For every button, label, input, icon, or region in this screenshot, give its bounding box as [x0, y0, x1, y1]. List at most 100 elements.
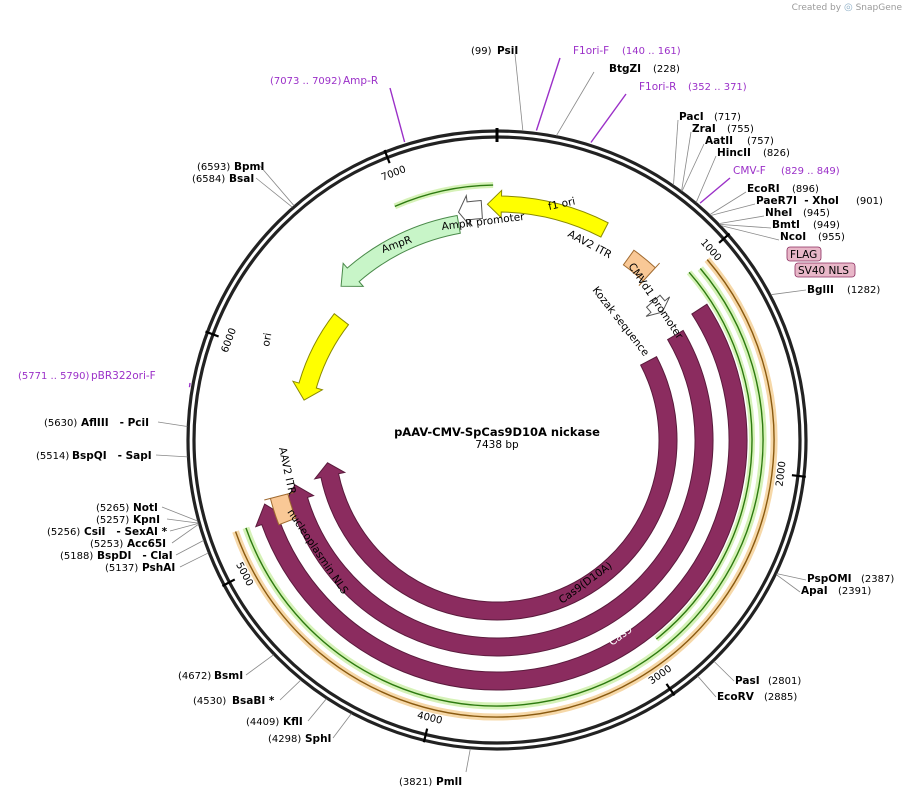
- ampr-promoter-arrow: [457, 193, 483, 228]
- site-pos: (5630): [44, 418, 77, 429]
- site-leader-line: [697, 675, 717, 698]
- site-name[interactable]: AatII: [705, 135, 733, 147]
- site-leader-line: [155, 454, 188, 458]
- site-name[interactable]: ZraI: [692, 123, 716, 135]
- tick-mark: [422, 728, 429, 743]
- primers: F1ori-F (140 .. 161) F1ori-R (352 .. 371…: [18, 45, 840, 382]
- tick-label: 7000: [380, 164, 408, 183]
- site-name[interactable]: BsaBI *: [232, 695, 275, 707]
- site-name[interactable]: BpmI: [234, 161, 264, 173]
- site-name[interactable]: BmtI: [772, 219, 800, 231]
- snapgene-logo-icon: ◎: [843, 2, 853, 13]
- site-pos: (6584): [192, 174, 225, 185]
- site-name[interactable]: BtgZI: [609, 63, 641, 75]
- site-name[interactable]: PspOMI: [807, 573, 852, 585]
- site-name[interactable]: BsaI: [229, 173, 254, 185]
- orf-green-inner-line: [655, 271, 753, 640]
- site-pos: (3821): [399, 777, 432, 788]
- site-name[interactable]: NheI: [765, 207, 792, 219]
- site-name[interactable]: HincII: [717, 147, 751, 159]
- primer-name[interactable]: F1ori-R: [639, 81, 676, 93]
- primer-pos: (140 .. 161): [622, 46, 681, 57]
- site-leader-line: [245, 654, 274, 676]
- nucleoplasmin-nls-arrow: [313, 356, 678, 621]
- site-name[interactable]: NcoI: [780, 231, 806, 243]
- site-name[interactable]: EcoRI: [747, 183, 780, 195]
- primer-name[interactable]: CMV-F: [733, 165, 766, 177]
- primer-pos: (352 .. 371): [688, 82, 747, 93]
- site-name[interactable]: BspQI - SapI: [72, 450, 152, 462]
- site-name[interactable]: PsiI: [497, 45, 518, 57]
- site-pos: (4298): [268, 734, 301, 745]
- site-name[interactable]: SphI: [305, 733, 331, 745]
- site-name[interactable]: NotI: [133, 502, 158, 514]
- orf-green-ampr-line: [394, 184, 494, 208]
- site-leader-line: [332, 713, 352, 739]
- site-name[interactable]: PshAI: [142, 562, 175, 574]
- watermark-created-by: Created by: [791, 3, 842, 13]
- flag-label-box: [786, 246, 822, 262]
- site-name[interactable]: AflIII - PciI: [81, 417, 149, 429]
- site-name[interactable]: KflI: [283, 716, 303, 728]
- site-leader-line: [776, 573, 807, 581]
- site-name[interactable]: EcoRV: [717, 691, 755, 703]
- primer-name[interactable]: Amp-R: [343, 75, 378, 87]
- site-pos: (228): [653, 64, 680, 75]
- site-leader-line: [720, 225, 780, 241]
- site-leader-line: [465, 748, 471, 773]
- site-name[interactable]: KpnI: [133, 514, 160, 526]
- f1-ori-arrow: [486, 189, 609, 238]
- site-name[interactable]: BglII: [807, 284, 834, 296]
- site-leader-line: [681, 131, 692, 192]
- site-pos: (5257): [96, 515, 129, 526]
- aav2-itr-box-1: [622, 249, 660, 286]
- site-name[interactable]: BspDI - ClaI: [97, 550, 173, 562]
- site-name[interactable]: PasI: [735, 675, 760, 687]
- site-leader-line: [307, 698, 327, 722]
- feature-label-kozak: Kozak sequence: [590, 284, 652, 358]
- feature-label-ori: ori: [260, 332, 274, 348]
- feature-label-ampr-promoter: AmpR promoter: [441, 211, 526, 233]
- site-name[interactable]: PaeR7I - XhoI: [756, 195, 839, 207]
- primer-name[interactable]: pBR322ori-F: [91, 370, 156, 382]
- site-leader-line: [179, 552, 209, 568]
- site-pos: (949): [813, 220, 840, 231]
- site-pos: (5253): [90, 539, 123, 550]
- site-pos: (901): [856, 196, 883, 207]
- ampr-arrow: [340, 214, 461, 287]
- tick-mark: [718, 232, 731, 244]
- site-pos: (945): [803, 208, 830, 219]
- site-leader-line: [169, 523, 199, 532]
- site-pos: (4409): [246, 717, 279, 728]
- snapgene-watermark: Created by ◎ SnapGene: [792, 2, 902, 13]
- site-pos: (6593): [197, 162, 230, 173]
- site-pos: (2801): [768, 676, 801, 687]
- site-pos: (5188): [60, 551, 93, 562]
- feature-label-aav2-itr-2: AAV2 ITR: [276, 446, 298, 495]
- tick-mark: [665, 683, 676, 697]
- site-leader-line: [695, 155, 717, 203]
- primer-pos: (829 .. 849): [781, 166, 840, 177]
- site-leader-line: [514, 53, 524, 132]
- site-leader-line: [776, 574, 801, 593]
- primer-pos: (5771 .. 5790): [18, 371, 90, 382]
- site-leader-line: [166, 518, 199, 524]
- site-pos: (5514): [36, 451, 69, 462]
- primer-name[interactable]: F1ori-F: [573, 45, 609, 57]
- site-name[interactable]: PmlI: [436, 776, 462, 788]
- primer-pos: (7073 .. 7092): [270, 76, 342, 87]
- site-leader-line: [279, 679, 302, 701]
- site-name[interactable]: PacI: [679, 111, 704, 123]
- site-leader-line: [171, 523, 199, 544]
- primer-leader-f1ori-f: [535, 57, 561, 131]
- site-pos: (2387): [861, 574, 894, 585]
- site-name[interactable]: ApaI: [801, 585, 828, 597]
- restriction-sites: (99) PsiI BtgZI (228) PacI (717) ZraI (7…: [36, 45, 894, 788]
- site-name[interactable]: CsiI - SexAI *: [84, 526, 168, 538]
- site-name[interactable]: BsmI: [214, 670, 243, 682]
- site-name[interactable]: Acc65I: [127, 538, 166, 550]
- site-leader-line: [770, 289, 807, 296]
- site-leader-line: [255, 177, 293, 208]
- sv40-nls-label-box: [794, 262, 856, 278]
